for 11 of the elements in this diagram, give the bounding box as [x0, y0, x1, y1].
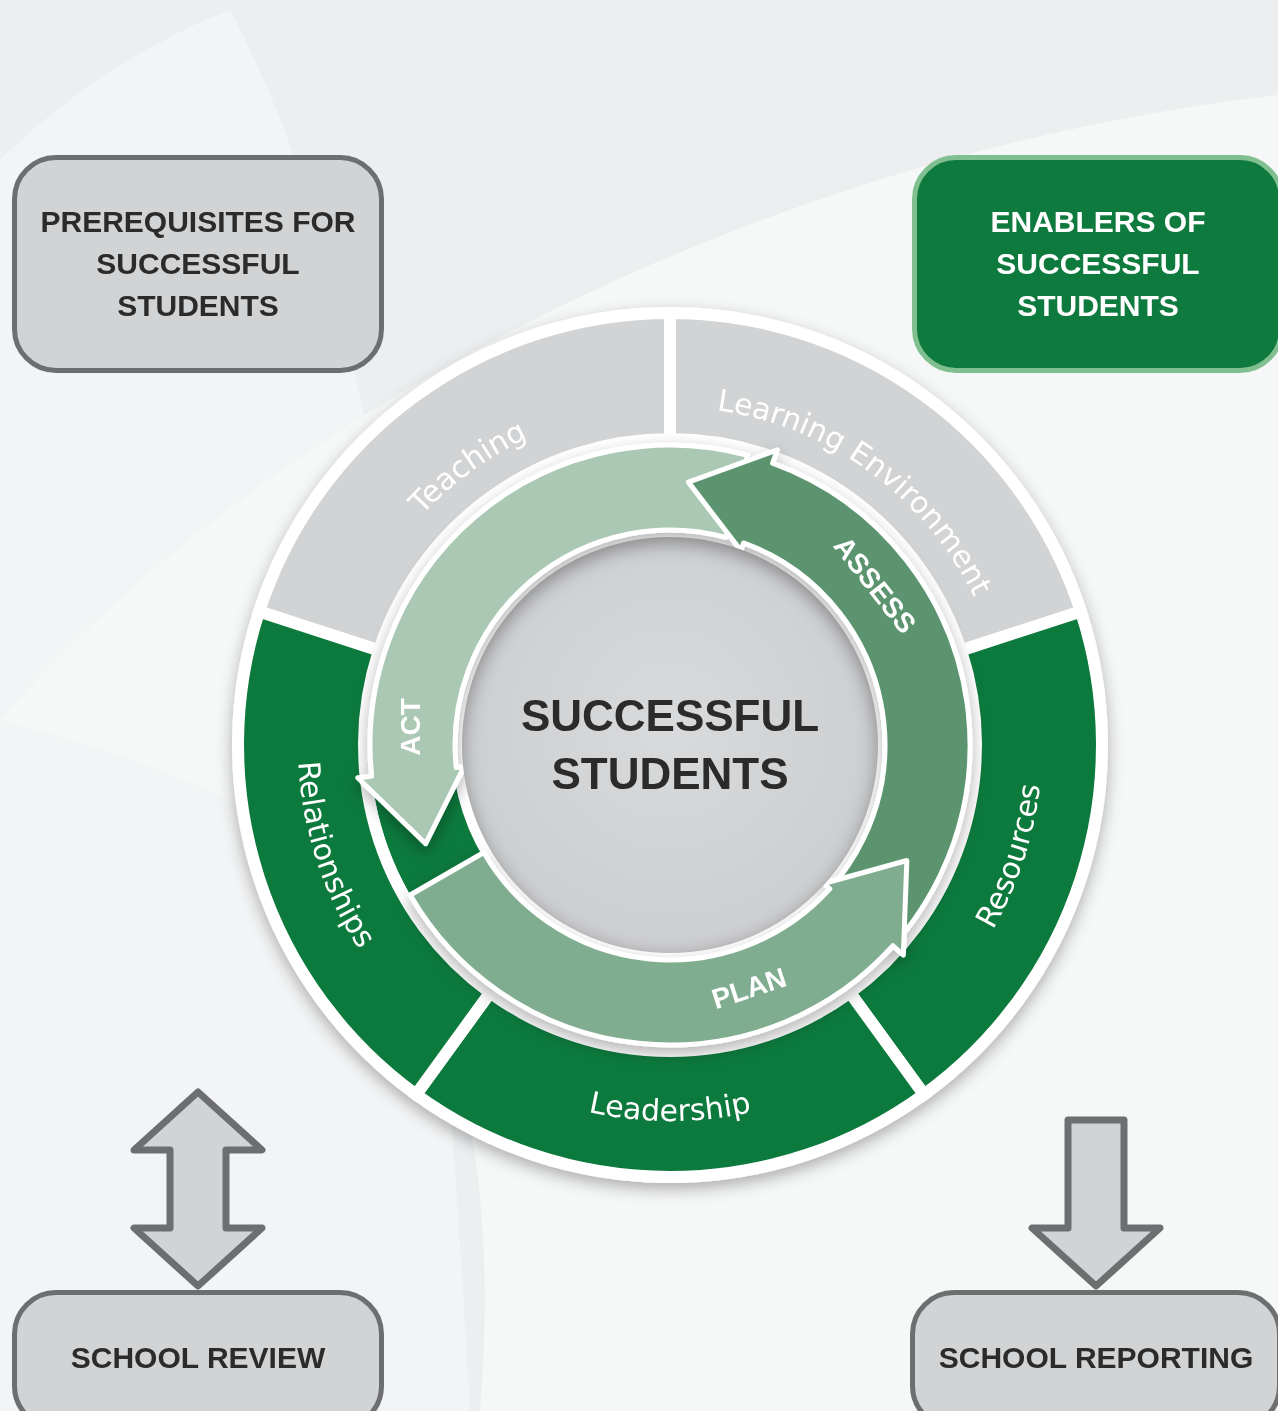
category-box: [912, 155, 1278, 373]
category-box: [12, 155, 384, 373]
process-box: [12, 1290, 384, 1411]
box-label: PREREQUISITES FOR SUCCESSFUL STUDENTS: [39, 204, 357, 324]
block-arrow: [130, 1088, 266, 1290]
box-label: SCHOOL REPORTING: [938, 1340, 1254, 1376]
box-label: ENABLERS OF SUCCESSFUL STUDENTS: [989, 204, 1207, 324]
box-label: SCHOOL REVIEW: [70, 1340, 326, 1376]
block-arrow: [1028, 1116, 1164, 1290]
cycle-step-shape: PLAN: [407, 850, 910, 1048]
process-box: [910, 1290, 1278, 1411]
